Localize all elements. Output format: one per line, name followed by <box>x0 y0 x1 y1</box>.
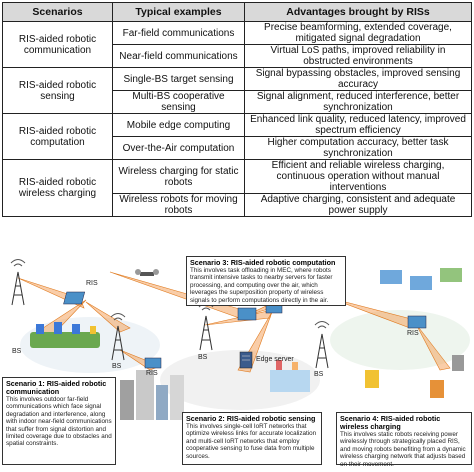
scenario-3-body: This involves task offloading in MEC, wh… <box>190 267 333 304</box>
scenario-1-body: This involves outdoor far-field communic… <box>6 396 112 448</box>
header-advantages: Advantages brought by RISs <box>244 2 472 22</box>
scenario-2-title: Scenario 2: RIS-aided robotic sensing <box>186 414 316 423</box>
scenario-3-box: Scenario 3: RIS-aided robotic computatio… <box>186 256 346 306</box>
advantage-cell: Signal alignment, reduced interference, … <box>244 90 472 114</box>
warehouse-robots-icon <box>270 360 310 392</box>
advantage-cell: Virtual LoS paths, improved reliability … <box>244 44 472 68</box>
table-row: RIS-aided robotic computation Mobile edg… <box>2 113 472 160</box>
scenario-1-title: Scenario 1: RIS-aided robotic communicat… <box>6 379 107 396</box>
bs-label: BS <box>12 348 22 355</box>
advantage-cell: Signal bypassing obstacles, improved sen… <box>244 67 472 91</box>
advantage-cell: Adaptive charging, consistent and adequa… <box>244 193 472 217</box>
scenario-2-body: This involves single-cell IoRT networks … <box>186 423 317 460</box>
bs-tower-icon <box>110 313 126 361</box>
charging-robots-icon <box>365 268 464 398</box>
table-header-row: Scenarios Typical examples Advantages br… <box>2 2 472 22</box>
scenario-3-title: Scenario 3: RIS-aided robotic computatio… <box>190 258 336 267</box>
scenario-1-box: Scenario 1: RIS-aided robotic communicat… <box>2 377 116 465</box>
table-row: Over-the-Air computation Higher computat… <box>3 136 472 160</box>
bs-label: BS <box>198 354 208 361</box>
example-cell: Multi-BS cooperative sensing <box>112 90 245 114</box>
ris-label: RIS <box>407 330 419 337</box>
table-row: Multi-BS cooperative sensing Signal alig… <box>3 90 472 114</box>
advantage-cell: Higher computation accuracy, better task… <box>244 136 472 160</box>
example-cell: Wireless robots for moving robots <box>112 193 245 217</box>
city-buildings-icon <box>120 370 184 420</box>
edge-server-label: Edge server <box>256 356 294 363</box>
scenario-2-box: Scenario 2: RIS-aided robotic sensing Th… <box>182 412 322 465</box>
example-cell: Wireless charging for static robots <box>112 159 245 194</box>
scenario-cell-sensing: RIS-aided robotic sensing <box>2 67 113 114</box>
ris-panel-icon <box>63 291 427 369</box>
edge-server-icon <box>239 351 253 369</box>
robot-factory-icon <box>30 322 100 348</box>
example-cell: Mobile edge computing <box>112 113 245 137</box>
header-scenarios: Scenarios <box>2 2 113 22</box>
scenario-4-box: Scenario 4: RIS-aided robotic wireless c… <box>336 412 472 468</box>
scenario-4-body: This involves static robots receiving po… <box>340 431 466 468</box>
scenario-illustration: BS RIS BS RIS Edge server BS RIS BS RIS … <box>0 250 474 468</box>
ris-label: RIS <box>86 280 98 287</box>
example-cell: Far-field communications <box>112 21 245 45</box>
example-cell: Over-the-Air computation <box>112 136 245 160</box>
scenario-cell-computation: RIS-aided robotic computation <box>2 113 113 160</box>
table-row: RIS-aided robotic communication Far-fiel… <box>2 21 472 68</box>
bs-tower-icon <box>314 321 330 369</box>
bs-tower-icon <box>10 259 26 306</box>
header-typical-examples: Typical examples <box>112 2 245 22</box>
example-cell: Single-BS target sensing <box>112 67 245 91</box>
scenario-cell-wireless-charging: RIS-aided robotic wireless charging <box>2 159 113 217</box>
example-cell: Near-field communications <box>112 44 245 68</box>
ris-label: RIS <box>146 370 158 377</box>
advantage-cell: Precise beamforming, extended coverage, … <box>244 21 472 45</box>
table-row: RIS-aided robotic wireless charging Wire… <box>2 159 472 217</box>
scenario-4-title: Scenario 4: RIS-aided robotic wireless c… <box>340 414 441 431</box>
table-row: Wireless robots for moving robots Adapti… <box>3 193 472 217</box>
bs-label: BS <box>112 363 122 370</box>
scenario-cell-communication: RIS-aided robotic communication <box>2 21 113 68</box>
advantage-cell: Enhanced link quality, reduced latency, … <box>244 113 472 137</box>
advantage-cell: Efficient and reliable wireless charging… <box>244 159 472 194</box>
bs-label: BS <box>314 371 324 378</box>
ris-advantages-table: Scenarios Typical examples Advantages br… <box>2 2 472 217</box>
table-row: RIS-aided robotic sensing Single-BS targ… <box>2 67 472 114</box>
